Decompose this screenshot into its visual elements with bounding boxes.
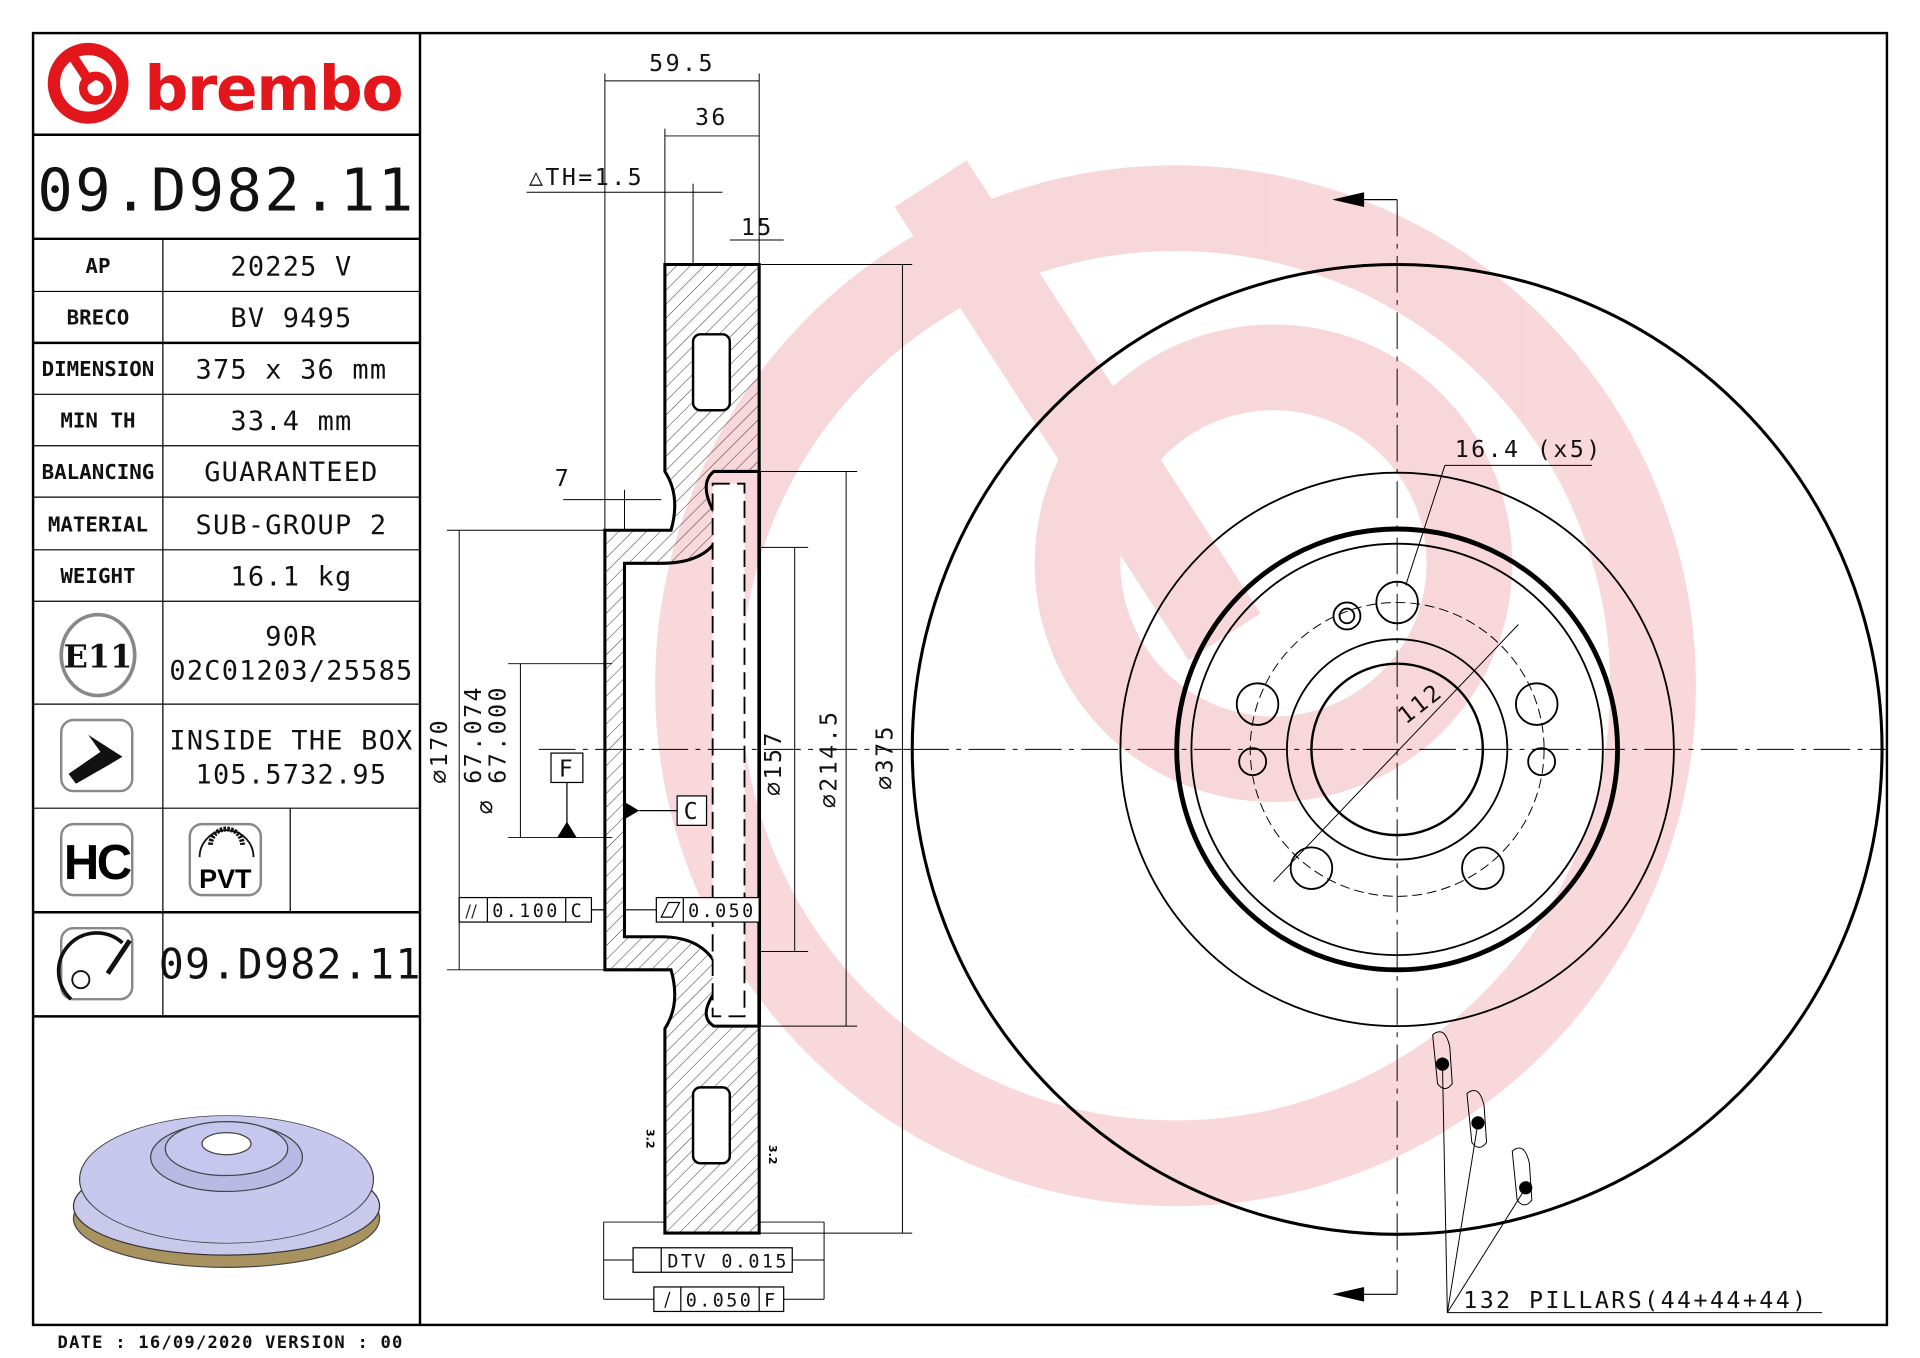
svg-text:HC: HC [64,836,132,890]
dim-thickness: 36 [695,104,728,131]
spec-label-material: MATERIAL [48,512,148,536]
runout-tolerance: 0.050 F [653,1286,785,1313]
roughness-right: 3.2 [766,1145,779,1165]
brembo-watermark [655,160,1696,1207]
brembo-logo: brembo [47,42,404,125]
dim-d67-symbol: ⌀ [472,798,499,814]
flatness-tolerance: 0.050 [624,896,760,923]
svg-text:0.100: 0.100 [492,901,560,922]
approval-line1: 90R [265,621,317,652]
dim-d67-upper: 67.074 [460,685,487,784]
spec-table: AP 20225 V BRECO BV 9495 DIMENSION 375 x… [33,238,422,1018]
spec-label-min-th: MIN TH [60,408,135,432]
spec-label-balancing: BALANCING [42,460,155,484]
spec-value-breco: BV 9495 [230,303,352,334]
svg-text:0.050: 0.050 [688,901,756,922]
svg-text:F: F [559,755,575,782]
inside-box-line2: 105.5732.95 [196,760,388,791]
approval-line2: 02C01203/25585 [169,656,413,687]
spec-label-weight: WEIGHT [60,564,135,588]
datum-f: F [550,752,584,838]
dim-d375: ⌀375 [872,724,899,790]
brand-wordmark: brembo [144,54,402,125]
dim-d214: ⌀214.5 [815,709,842,808]
dim-d67-lower: 67.000 [485,685,512,784]
svg-text:E11: E11 [64,637,133,675]
spec-label-ap: AP [85,254,110,278]
parallelism-tolerance: // 0.100 C [458,896,605,923]
engraving-icon [56,926,134,1001]
e11-approval-icon: E11 [59,612,137,698]
pillar-markers [1432,1031,1823,1314]
bolt-hole-dimension: 16.4 (x5) [1455,436,1603,463]
svg-text:0.050: 0.050 [686,1291,754,1312]
spec-value-dimension: 375 x 36 mm [196,354,388,385]
pvt-badge-icon: PVT [188,822,263,897]
pillars-count: 132 PILLARS(44+44+44) [1463,1287,1808,1314]
bolt-holes [1235,580,1559,890]
spec-label-breco: BRECO [67,306,130,330]
title-block: brembo 09.D982.11 AP 20225 V BRECO BV 94… [33,42,422,1353]
svg-text:C: C [571,901,585,922]
engraved-part-number: 09.D982.11 [159,939,422,988]
datum-c: C [624,795,708,826]
svg-text:DTV 0.015: DTV 0.015 [667,1251,789,1272]
screw-icon [60,718,134,793]
dim-overall-width: 59.5 [649,50,715,77]
svg-text:F: F [764,1291,778,1312]
dim-d157: ⌀157 [760,730,787,796]
svg-text://: // [465,902,477,922]
dtv-tolerance: DTV 0.015 [632,1247,793,1273]
spec-value-min-th: 33.4 mm [230,406,352,437]
dim-th-tolerance: △TH=1.5 [529,164,644,191]
disc-3d-render [72,1115,381,1268]
spec-value-material: SUB-GROUP 2 [196,510,388,541]
dim-15: 15 [741,214,774,241]
section-view: 59.5 36 △TH=1.5 15 7 ⌀170 67.074 67.000 … [426,50,913,1313]
inside-box-line1: INSIDE THE BOX [169,725,413,756]
hc-badge-icon: HC [60,822,134,897]
date-version: DATE : 16/09/2020 VERSION : 00 [58,1333,404,1353]
sheet-border [31,31,1889,1327]
spec-label-dimension: DIMENSION [42,357,155,381]
spec-value-balancing: GUARANTEED [204,457,378,488]
spec-value-ap: 20225 V [230,252,352,283]
svg-text:PVT: PVT [199,864,252,894]
front-view: 112 16.4 (x5) 132 PILLARS(44+44+44) [910,192,1886,1314]
part-number-title: 09.D982.11 [37,156,415,225]
dim-d170: ⌀170 [426,718,453,784]
svg-text:C: C [684,798,700,825]
dim-7: 7 [555,465,571,492]
spec-value-weight: 16.1 kg [230,561,352,592]
roughness-left: 3.2 [644,1129,657,1149]
